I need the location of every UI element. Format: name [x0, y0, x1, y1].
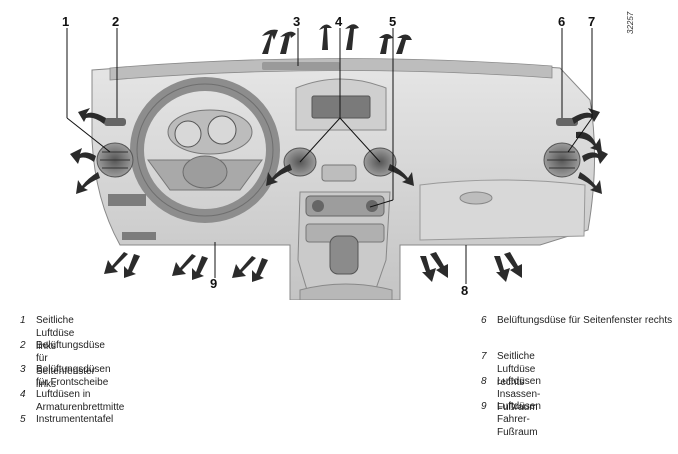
callout-8: 8: [461, 283, 469, 298]
dashboard-illustration: [66, 24, 608, 300]
legend-text: Belüftungsdüse für Seitenfenster rechts: [497, 315, 673, 326]
callout-9: 9: [210, 276, 218, 291]
steering-wheel: [130, 77, 280, 223]
leader-lines: [66, 28, 593, 284]
side-vent-left: [96, 142, 134, 178]
legend-num: 2: [20, 340, 26, 351]
reference-code: 32257: [626, 11, 635, 34]
windscreen-arrows: [262, 24, 412, 54]
legend-num: 6: [481, 315, 487, 326]
callout-3: 3: [293, 14, 301, 29]
passenger-footwell-arrows: [420, 252, 522, 282]
legend-text: Seitliche Luftdüse rechts: [497, 351, 536, 388]
legend-text: Seitliche Luftdüse links: [36, 315, 75, 352]
callout-6: 6: [558, 14, 566, 29]
legend-text: Belüftungsdüse für Seitenfenster links: [36, 340, 105, 390]
legend-num: 8: [481, 376, 487, 387]
legend-text: Luftdüsen Insassen-Fußraum: [497, 376, 541, 413]
side-vent-arrows: [70, 148, 608, 194]
callout-2: 2: [112, 14, 120, 29]
legend-num: 4: [20, 389, 26, 400]
switch-panel-left: [108, 194, 156, 240]
legend-text: Instrumententafel: [36, 414, 114, 425]
callout-5: 5: [389, 14, 397, 29]
legend-num: 1: [20, 315, 26, 326]
window-vent-left: [104, 118, 126, 126]
legend-num: 5: [20, 414, 26, 425]
callout-1: 1: [62, 14, 70, 29]
side-vent-right: [543, 142, 581, 178]
glovebox: [419, 179, 586, 241]
center-screen: [295, 78, 387, 131]
legend-num: 9: [481, 401, 487, 412]
center-console: [297, 191, 393, 300]
legend-num: 3: [20, 364, 26, 375]
callout-4: 4: [335, 14, 343, 29]
callout-7: 7: [588, 14, 596, 29]
center-vent-arrows: [266, 164, 414, 186]
legend-text: Luftdüsen Fahrer-Fußraum: [497, 401, 541, 438]
legend-num: 7: [481, 351, 487, 362]
legend-text: Luftdüsen in Armaturenbrettmitte: [36, 389, 125, 413]
window-vent-right: [556, 118, 578, 126]
side-window-arrows: [78, 108, 602, 152]
legend-text: Belüftungsdüsen für Frontscheibe: [36, 364, 111, 388]
driver-footwell-arrows: [104, 252, 268, 282]
